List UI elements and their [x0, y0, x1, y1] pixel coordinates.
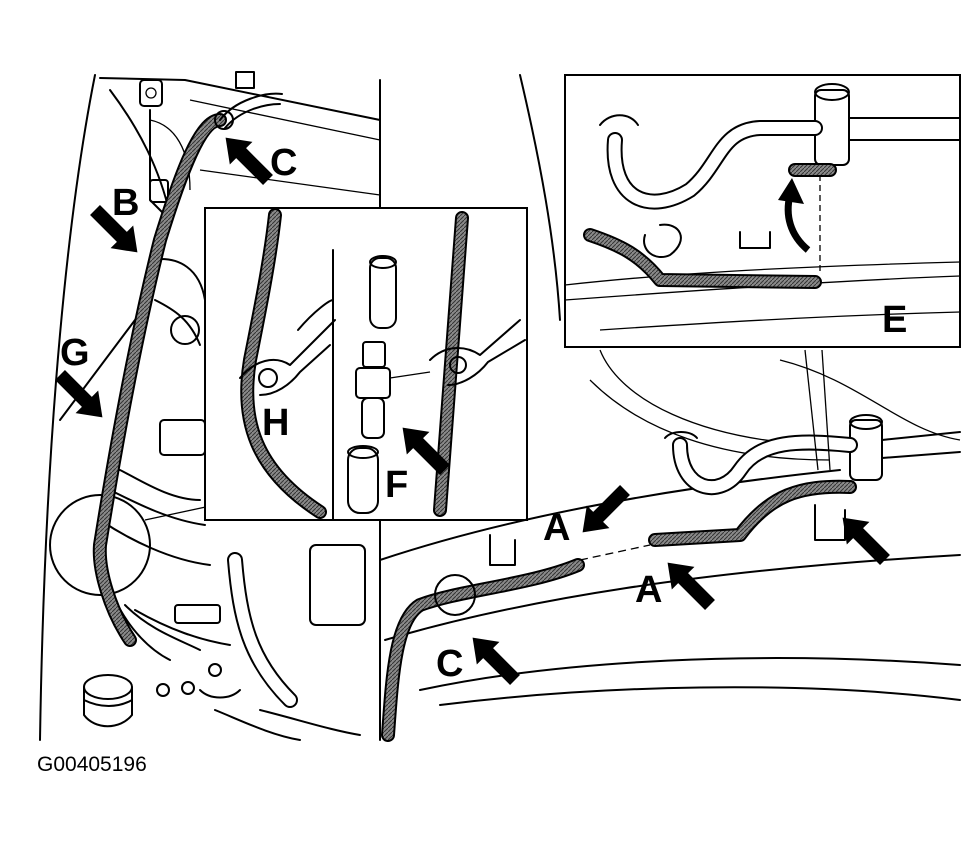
callout-h: H	[262, 402, 289, 444]
callout-a-lower: A	[635, 569, 662, 611]
callout-a-upper: A	[543, 507, 570, 549]
callout-e: E	[882, 299, 907, 341]
callout-g: G	[60, 332, 90, 374]
callout-b: B	[112, 182, 139, 224]
washer-nozzle-view	[379, 74, 961, 742]
figure-id-label: G00405196	[37, 753, 147, 776]
engine-bay-view	[39, 71, 381, 741]
callout-f: F	[385, 464, 408, 506]
callout-arrows	[55, 137, 890, 685]
callout-c-top: C	[270, 142, 297, 184]
cut-hose-inset	[204, 207, 528, 521]
nozzle-connection-inset	[564, 74, 961, 348]
callout-c-bottom: C	[436, 643, 463, 685]
